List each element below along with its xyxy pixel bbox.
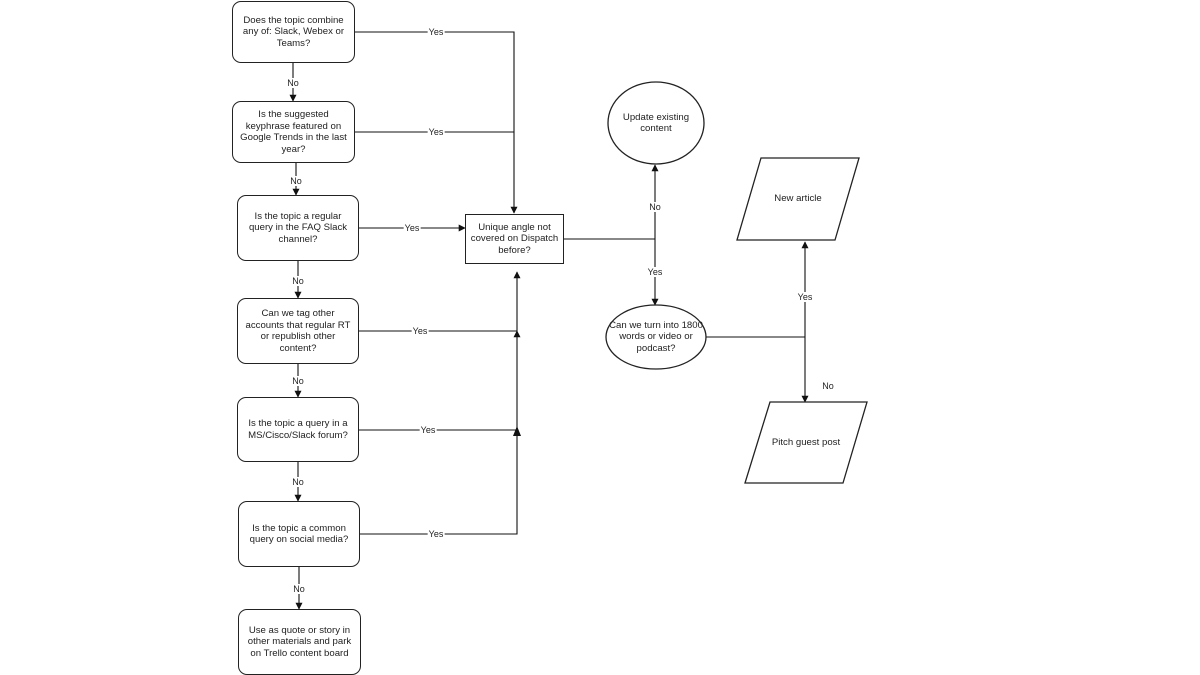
label-yes-4: Yes — [411, 326, 429, 336]
edge-social-to-bus — [360, 430, 518, 535]
node-update-content: Update existing content — [622, 111, 690, 135]
node-forum: Is the topic a query in a MS/Cisco/Slack… — [237, 397, 359, 462]
node-social: Is the topic a common query on social me… — [238, 501, 360, 567]
node-tag: Can we tag other accounts that regular R… — [237, 298, 359, 364]
label-yes-5: Yes — [419, 425, 437, 435]
pitch-guest-post-shape — [744, 401, 868, 484]
node-park: Use as quote or story in other materials… — [238, 609, 361, 675]
label-yes-2: Yes — [427, 127, 445, 137]
label-yes-turn: Yes — [646, 267, 664, 277]
node-turn-into: Can we turn into 1800 words or video or … — [609, 319, 703, 354]
label-no-6: No — [292, 584, 306, 594]
node-pitch-guest-post: Pitch guest post — [771, 437, 841, 449]
bus-arrow-marker-430 — [513, 426, 521, 436]
edge-combine-to-unique — [355, 31, 518, 214]
label-yes-6: Yes — [427, 529, 445, 539]
label-no-2: No — [289, 176, 303, 186]
label-no-update: No — [648, 202, 662, 212]
update-content-terminal — [607, 81, 705, 165]
label-yes-3: Yes — [403, 223, 421, 233]
label-no-3: No — [291, 276, 305, 286]
label-yes-new: Yes — [796, 292, 814, 302]
label-no-4: No — [291, 376, 305, 386]
label-no-pitch: No — [821, 381, 835, 391]
label-no-5: No — [291, 477, 305, 487]
label-no-1: No — [286, 78, 300, 88]
node-unique-angle: Unique angle not covered on Dispatch bef… — [465, 214, 564, 264]
node-combine: Does the topic combine any of: Slack, We… — [232, 1, 355, 63]
new-article-shape — [736, 157, 860, 241]
node-new-article: New article — [774, 193, 822, 205]
node-trends: Is the suggested keyphrase featured on G… — [232, 101, 355, 163]
node-faq: Is the topic a regular query in the FAQ … — [237, 195, 359, 261]
turn-into-decision — [605, 304, 707, 370]
label-yes-1: Yes — [427, 27, 445, 37]
